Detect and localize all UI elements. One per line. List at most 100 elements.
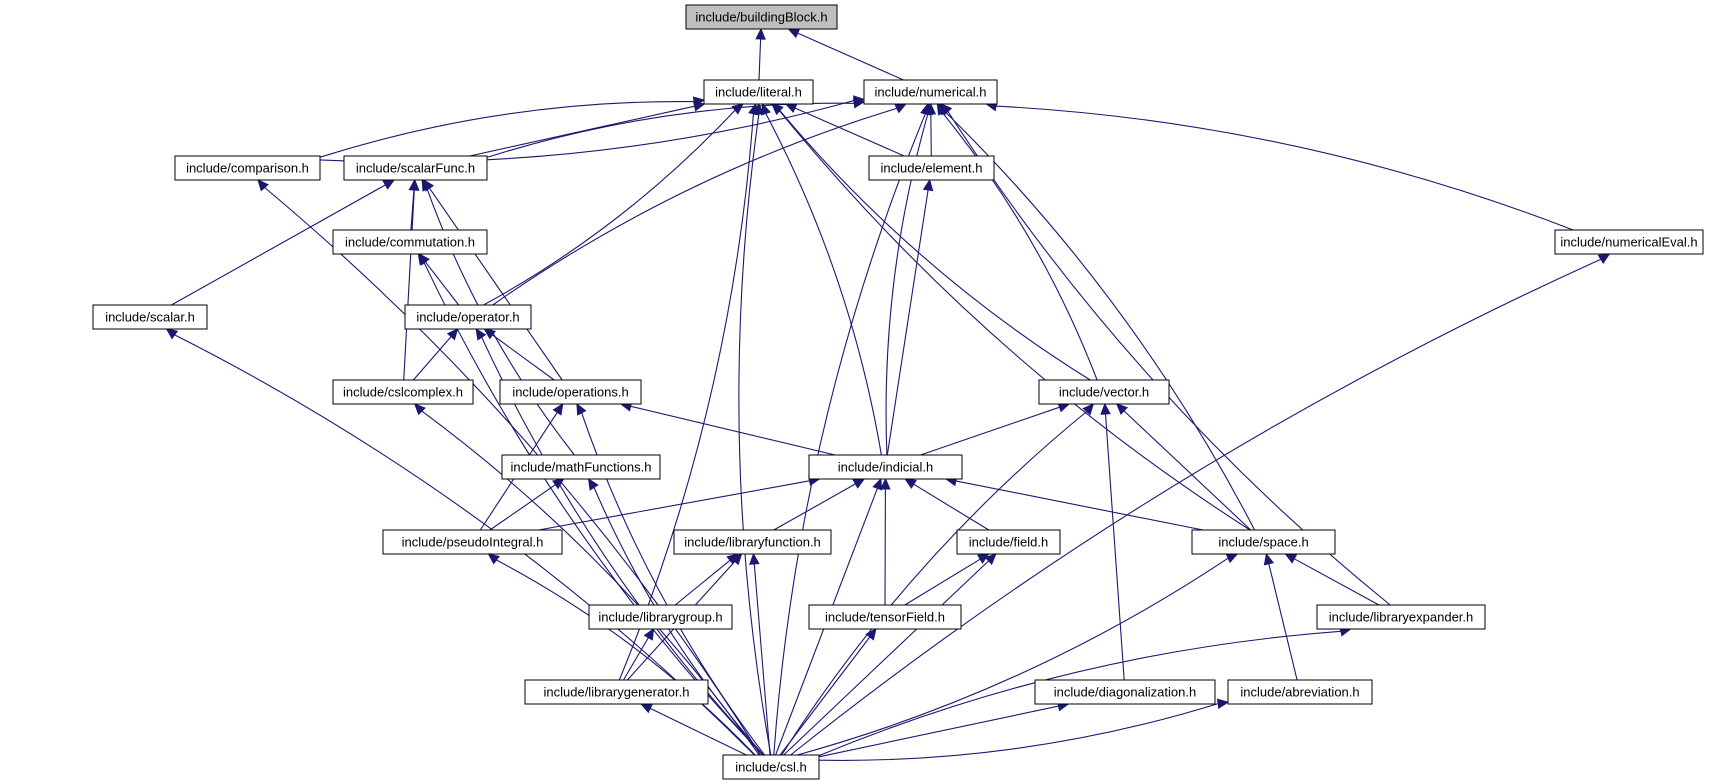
node-scalar[interactable]: include/scalar.h: [92, 304, 208, 330]
node-label: include/numericalEval.h: [1560, 235, 1697, 250]
edge-line: [623, 637, 649, 681]
edge-line: [1268, 563, 1298, 681]
edge-line: [904, 558, 981, 606]
node-box: [1034, 679, 1216, 705]
arrowhead-icon: [421, 178, 432, 192]
node-box: [868, 155, 995, 181]
arrowhead-icon: [922, 178, 934, 192]
node-diagonalization[interactable]: include/diagonalization.h: [1034, 679, 1216, 705]
node-csl[interactable]: include/csl.h: [722, 754, 820, 780]
node-label: include/mathFunctions.h: [511, 460, 652, 475]
node-librarygroup[interactable]: include/librarygroup.h: [588, 604, 733, 630]
edge-line: [944, 111, 1256, 531]
edge-line: [781, 411, 1088, 756]
node-vector[interactable]: include/vector.h: [1038, 379, 1170, 405]
node-pseudoIntegral[interactable]: include/pseudoIntegral.h: [382, 529, 563, 555]
arrowhead-icon: [1082, 403, 1095, 416]
arrowhead-icon: [977, 553, 990, 564]
node-box: [332, 229, 488, 255]
edge-line: [794, 107, 905, 157]
edge-indicial-to-element: [886, 178, 934, 456]
arrowhead-icon: [257, 179, 269, 192]
edge-line: [941, 112, 1098, 381]
edge-line: [818, 705, 1059, 758]
arrowhead-icon: [1225, 553, 1239, 564]
edge-line: [773, 113, 926, 756]
node-label: include/tensorField.h: [825, 610, 945, 625]
edge-line: [996, 105, 1574, 231]
node-numericalEval[interactable]: include/numericalEval.h: [1554, 229, 1704, 255]
node-box: [673, 529, 832, 555]
node-tensorField[interactable]: include/tensorField.h: [808, 604, 962, 630]
edge-libraryexpander-to-space: [1284, 553, 1380, 606]
node-label: include/scalarFunc.h: [356, 161, 475, 176]
edge-line: [758, 38, 762, 81]
arrowhead-icon: [755, 27, 766, 40]
node-libraryfunction[interactable]: include/libraryfunction.h: [673, 529, 832, 555]
edge-line: [424, 261, 460, 306]
node-box: [501, 454, 661, 480]
arrowhead-icon: [852, 98, 866, 109]
edge-abreviation-to-space: [1263, 552, 1298, 681]
node-box: [685, 4, 838, 30]
node-libraryexpander[interactable]: include/libraryexpander.h: [1316, 604, 1486, 630]
edge-line: [412, 336, 452, 381]
node-operations[interactable]: include/operations.h: [499, 379, 642, 405]
node-literal[interactable]: include/literal.h: [703, 79, 814, 105]
node-field[interactable]: include/field.h: [956, 529, 1061, 555]
node-comparison[interactable]: include/comparison.h: [174, 155, 321, 181]
edge-line: [818, 630, 1341, 757]
node-mathFunctions[interactable]: include/mathFunctions.h: [501, 454, 661, 480]
arrowhead-icon: [940, 103, 953, 116]
arrowhead-icon: [552, 402, 564, 416]
edge-tensorField-to-indicial: [880, 477, 891, 606]
node-space[interactable]: include/space.h: [1191, 529, 1336, 555]
node-label: include/commutation.h: [345, 235, 475, 250]
edge-librarygroup-to-libraryfunction: [674, 553, 739, 606]
node-label: include/vector.h: [1059, 385, 1149, 400]
edge-csl-to-tensorField: [779, 628, 877, 756]
node-librarygenerator[interactable]: include/librarygenerator.h: [524, 679, 709, 705]
node-box: [722, 754, 820, 780]
node-label: include/operator.h: [416, 310, 519, 325]
edge-line: [649, 707, 747, 756]
node-label: include/numerical.h: [874, 85, 986, 100]
edge-line: [765, 113, 882, 456]
arrowhead-icon: [165, 328, 179, 340]
arrowhead-icon: [904, 478, 917, 489]
edge-literal-to-buildingBlock: [755, 27, 766, 81]
arrowhead-icon: [749, 552, 760, 565]
arrowhead-icon: [731, 103, 744, 115]
arrowhead-icon: [552, 478, 565, 490]
arrowhead-icon: [872, 477, 883, 491]
node-element[interactable]: include/element.h: [868, 155, 995, 181]
node-numerical[interactable]: include/numerical.h: [863, 79, 998, 105]
node-cslcomplex[interactable]: include/cslcomplex.h: [332, 379, 474, 405]
edge-libraryfunction-to-indicial: [773, 478, 866, 531]
node-label: include/literal.h: [715, 85, 802, 100]
edge-line: [1123, 410, 1252, 531]
node-label: include/comparison.h: [186, 161, 309, 176]
node-box: [524, 679, 709, 705]
arrowhead-icon: [984, 553, 997, 566]
edge-csl-to-pseudoIntegral: [487, 553, 756, 756]
edge-line: [778, 110, 1251, 531]
edge-line: [483, 109, 736, 306]
node-box: [703, 79, 814, 105]
node-abreviation[interactable]: include/abreviation.h: [1227, 679, 1373, 705]
edge-pseudoIntegral-to-mathFunctions: [489, 478, 565, 531]
node-label: include/libraryfunction.h: [684, 535, 821, 550]
arrowhead-icon: [771, 103, 784, 115]
edge-line: [264, 187, 761, 756]
node-box: [343, 155, 488, 181]
node-indicial[interactable]: include/indicial.h: [808, 454, 963, 480]
edge-csl-to-librarygenerator: [640, 703, 747, 756]
node-commutation[interactable]: include/commutation.h: [332, 229, 488, 255]
node-operator[interactable]: include/operator.h: [404, 304, 532, 330]
edge-operator-to-literal: [483, 103, 744, 306]
arrowhead-icon: [409, 178, 420, 191]
node-scalarFunc[interactable]: include/scalarFunc.h: [343, 155, 488, 181]
node-box: [92, 304, 208, 330]
arrowhead-icon: [1284, 553, 1298, 564]
